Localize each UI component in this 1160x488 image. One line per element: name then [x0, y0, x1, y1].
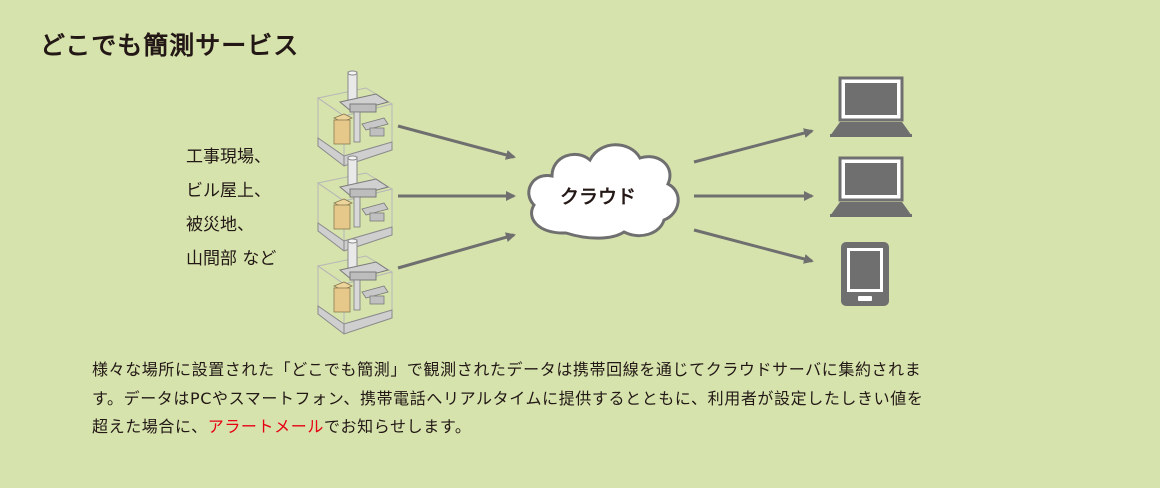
location-item: 山間部 など	[186, 249, 277, 269]
description-text: 超えた場合に、	[92, 417, 208, 436]
location-list: 工事現場、 ビル屋上、 被災地、 山間部 など	[186, 140, 276, 276]
description: 様々な場所に設置された「どこでも簡測」で観測されたデータは携帯回線を通じてクラウ…	[92, 356, 1092, 442]
laptop-icon	[828, 76, 914, 139]
cloud-icon	[527, 143, 680, 240]
measuring-device-icon	[317, 238, 393, 335]
tablet-icon	[841, 242, 889, 306]
measuring-device-icon	[317, 70, 393, 167]
page-title: どこでも簡測サービス	[40, 31, 300, 60]
description-line: 超えた場合に、アラートメールでお知らせします。	[92, 413, 1092, 442]
cloud-label: クラウド	[559, 186, 636, 208]
description-text: でお知らせします。	[323, 417, 472, 436]
arrow-to-cloud	[397, 232, 516, 270]
description-line: 様々な場所に設置された「どこでも簡測」で観測されたデータは携帯回線を通じてクラウ…	[92, 360, 922, 379]
location-item: 被災地、	[186, 215, 254, 235]
measuring-device-icon	[317, 155, 393, 252]
arrow-to-device	[693, 228, 814, 264]
laptop-icon	[828, 156, 914, 219]
location-item: ビル屋上、	[186, 181, 271, 201]
arrow-to-device	[693, 128, 814, 164]
description-line: す。データはPCやスマートフォン、携帯電話へリアルタイムに提供するとともに、利用…	[92, 388, 924, 408]
alert-mail-highlight: アラートメール	[207, 417, 324, 436]
arrow-to-cloud	[397, 124, 516, 160]
service-diagram	[317, 70, 914, 335]
location-item: 工事現場、	[186, 147, 271, 167]
